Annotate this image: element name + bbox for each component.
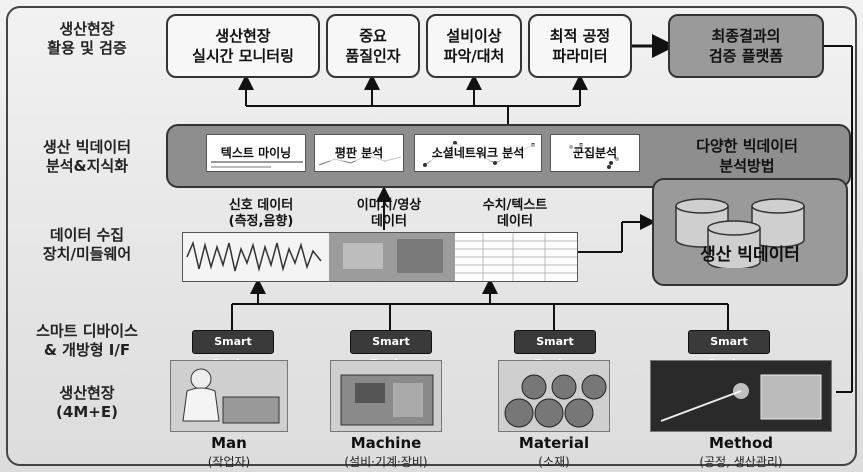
method-text-mining: 텍스트 마이닝: [206, 134, 306, 172]
top-box-quality: 중요 품질인자: [326, 14, 420, 78]
row-label-field-use: 생산현장 활용 및 검증: [47, 20, 127, 57]
smart-device-machine: Smart Device: [350, 330, 432, 370]
collection-data-strip: [182, 232, 578, 282]
row-label-analysis: 생산 빅데이터 분석&지식화: [42, 138, 132, 175]
sublabel-material: (소재): [538, 455, 570, 469]
smart-device-material: Smart Device: [514, 330, 596, 370]
sublabel-man: (작업자): [207, 455, 251, 469]
label-man: Man: [211, 434, 247, 452]
collection-signal-title: 신호 데이터 (측정,음향): [228, 198, 294, 229]
photo-man: [170, 360, 288, 432]
sublabel-machine: (설비·기계·장비): [344, 455, 428, 469]
row-label-collection: 데이터 수집 장치/미들웨어: [42, 226, 132, 263]
photo-material: [498, 360, 610, 432]
top-box-monitoring: 생산현장 실시간 모니터링: [166, 14, 320, 78]
sublabel-method: (공정, 생산관리): [699, 455, 783, 469]
database-cylinders-icon: [675, 198, 805, 268]
method-reputation-label: 평판 분석: [315, 144, 403, 161]
method-sna: 소셜네트워크 분석: [414, 134, 542, 172]
method-cluster: 군집분석: [550, 134, 640, 172]
collection-numeric-title: 수치/텍스트 데이터: [482, 198, 548, 229]
method-sna-label: 소셜네트워크 분석: [415, 144, 541, 161]
label-method: Method: [709, 434, 773, 452]
method-reputation: 평판 분석: [314, 134, 404, 172]
collection-image-title: 이미지/영상 데이터: [356, 198, 422, 229]
top-box-parameters: 최적 공정 파라미터: [528, 14, 632, 78]
label-material: Material: [518, 434, 590, 452]
big-data-label: 생산 빅데이터: [700, 245, 800, 265]
method-cluster-label: 군집분석: [551, 144, 639, 161]
smart-device-method: Smart Device: [688, 330, 770, 370]
photo-method: [650, 360, 832, 432]
label-machine: Machine: [350, 434, 422, 452]
final-verification-box: 최종결과의 검증 플랫폼: [668, 14, 824, 78]
row-label-field: 생산현장 (4M+E): [56, 384, 118, 421]
top-box-equipment: 설비이상 파악/대처: [426, 14, 522, 78]
smart-device-man: Smart Device: [192, 330, 274, 370]
row-label-smart: 스마트 디바이스 & 개방형 I/F: [36, 322, 138, 359]
method-text-mining-label: 텍스트 마이닝: [207, 144, 305, 161]
outer-frame: [6, 6, 857, 466]
photo-machine: [330, 360, 442, 432]
analysis-methods-title: 다양한 빅데이터 분석방법: [696, 137, 798, 175]
